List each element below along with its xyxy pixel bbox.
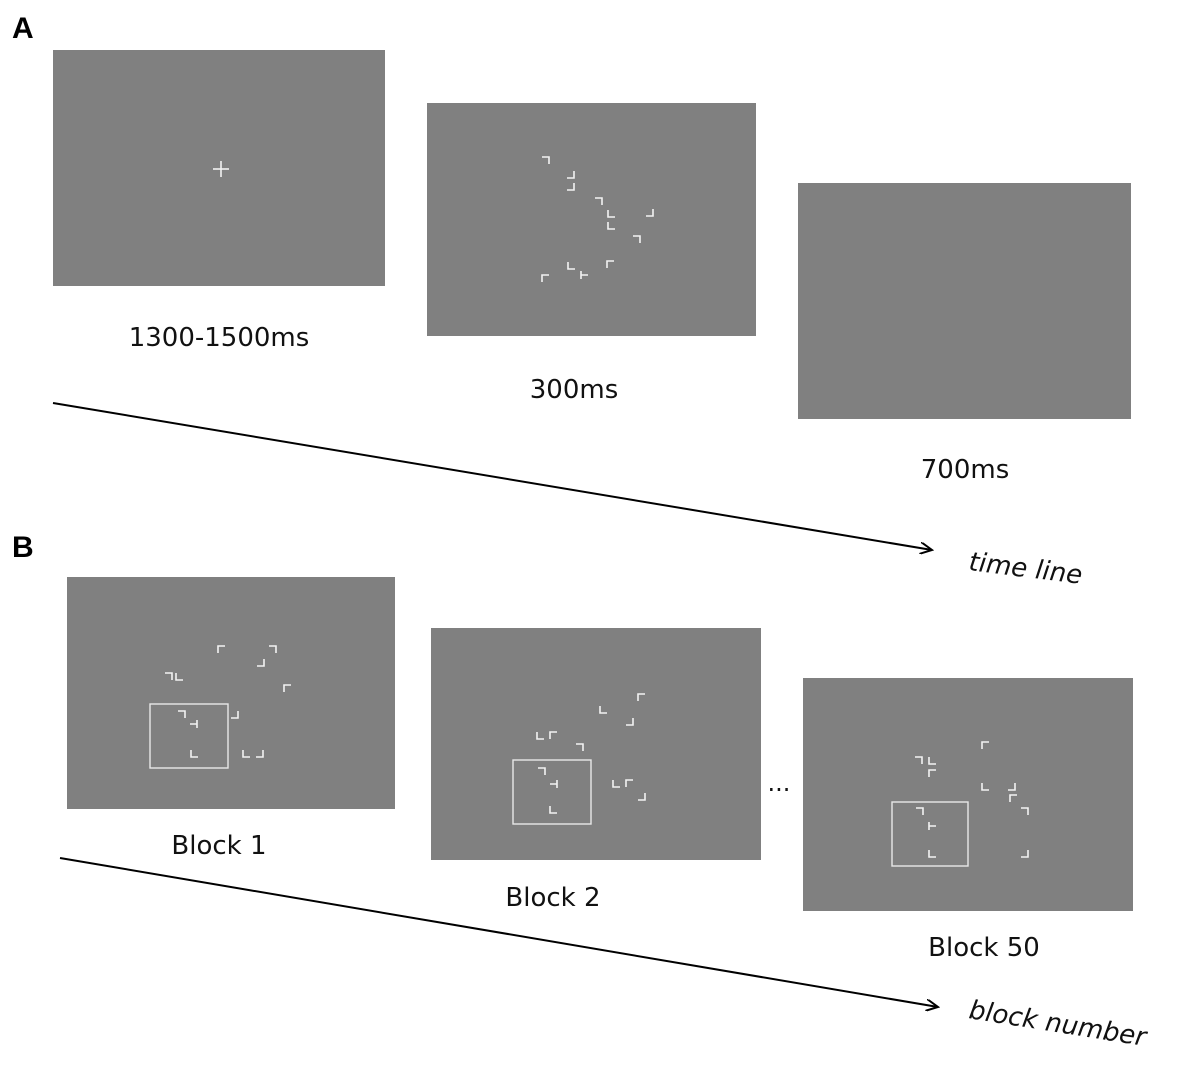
screen — [53, 50, 385, 286]
target-region-box — [149, 703, 229, 769]
screen — [798, 183, 1131, 419]
block-axis-label: block number — [967, 995, 1150, 1053]
panel-a-caption-3: 700ms — [921, 455, 1010, 485]
panel-a-letter: A — [12, 12, 34, 45]
target-region-box — [891, 801, 969, 867]
search-items — [541, 156, 654, 282]
time-arrow — [52, 402, 932, 550]
screen — [427, 103, 756, 336]
screen — [431, 628, 761, 860]
panel-a-caption-2: 300ms — [530, 375, 619, 405]
fixation-cross — [213, 161, 229, 177]
panel-b-caption-1: Block 1 — [171, 831, 266, 861]
panel-a-frame-search — [427, 103, 756, 336]
ellipsis: ... — [768, 769, 791, 797]
panel-b-frame-block-1 — [67, 577, 395, 809]
search-items — [536, 693, 646, 814]
panel-b-caption-3: Block 50 — [928, 933, 1040, 963]
block-arrow — [59, 857, 938, 1007]
screen — [803, 678, 1133, 911]
panel-a-frame-blank — [798, 183, 1131, 419]
time-axis-label: time line — [967, 547, 1084, 591]
panel-b-frame-block-2 — [431, 628, 761, 860]
panel-a-caption-1: 1300-1500ms — [129, 323, 310, 353]
target-region-box — [512, 759, 592, 825]
panel-b-frame-block-50 — [803, 678, 1133, 911]
panel-a-frame-fixation — [53, 50, 385, 286]
panel-b-caption-2: Block 2 — [505, 883, 600, 913]
search-items — [165, 645, 291, 758]
screen — [67, 577, 395, 809]
panel-b-letter: B — [12, 531, 34, 564]
search-items — [915, 741, 1029, 858]
